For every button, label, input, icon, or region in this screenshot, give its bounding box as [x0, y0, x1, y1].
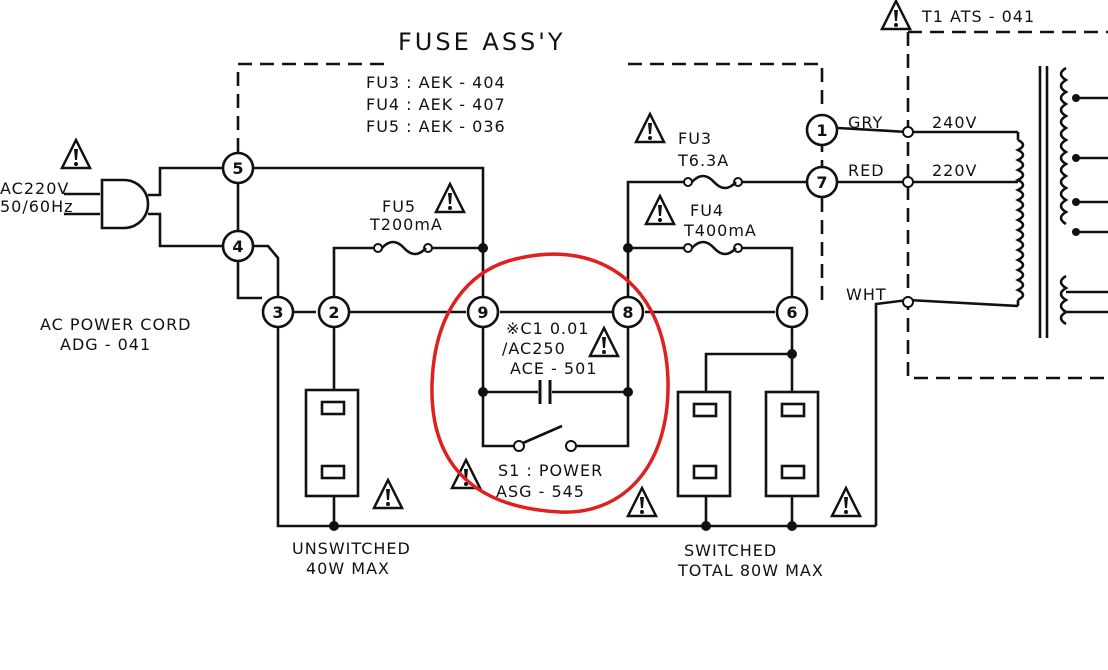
terminal-5: 5	[221, 151, 255, 185]
terminal-3: 3	[261, 295, 295, 329]
terminal-5-label: 5	[232, 159, 243, 178]
ac-plug-icon	[100, 178, 150, 230]
fuse-assy-title: FUSE ASS'Y	[398, 28, 566, 56]
switch-label-line2: ASG - 545	[496, 482, 585, 501]
terminal-2-label: 2	[328, 303, 339, 322]
fu3-warning-icon	[634, 112, 666, 144]
fuse-assy-box-top	[236, 62, 824, 152]
transformer-secondary-coil	[1059, 66, 1108, 326]
transformer-box	[906, 30, 1108, 380]
unswitched-warning-icon	[372, 478, 404, 510]
fuse-list-fu3: FU3 : AEK - 404	[366, 73, 506, 92]
transformer-primary-coil	[1015, 132, 1025, 306]
transformer-label: T1 ATS - 041	[921, 7, 1035, 26]
transformer-core	[1038, 66, 1049, 338]
input-voltage-label: AC220V	[0, 179, 69, 198]
plug-wiring	[148, 166, 224, 248]
cap-warning-icon	[588, 326, 620, 358]
switch-label-line1: S1 : POWER	[498, 461, 603, 480]
terminal-7: 7	[805, 165, 839, 199]
terminal-7-label: 7	[816, 173, 827, 192]
terminal-9-label: 9	[477, 303, 488, 322]
transformer-warning-icon	[880, 0, 912, 31]
terminal-1: 1	[805, 113, 839, 147]
transformer-terminals	[902, 126, 914, 308]
cap-label-line1: ※C1 0.01	[506, 319, 589, 338]
unswitched-label: UNSWITCHED	[292, 539, 411, 558]
outlet-switched-1	[676, 390, 732, 498]
terminal-3-label: 3	[272, 303, 283, 322]
terminal-6-label: 6	[786, 303, 797, 322]
terminal-2: 2	[317, 295, 351, 329]
fu3-name: FU3	[678, 129, 712, 148]
input-frequency-label: 50/60Hz	[0, 197, 74, 216]
terminal-1-label: 1	[816, 121, 827, 140]
fu5-name: FU5	[382, 197, 416, 216]
tap-label-240v: 240V	[932, 113, 977, 132]
switched-warning-icon-1	[626, 486, 658, 518]
fu4-rating: T400mA	[683, 221, 757, 240]
switch-warning-icon	[450, 458, 482, 490]
fu5-rating: T200mA	[369, 215, 443, 234]
power-switch-s1	[513, 424, 577, 452]
terminal-6: 6	[775, 295, 809, 329]
switched-warning-icon-2	[830, 486, 862, 518]
input-leads	[64, 192, 100, 216]
terminal-9: 9	[466, 295, 500, 329]
cord-label-line1: AC POWER CORD	[40, 315, 192, 334]
highlight-circle	[430, 252, 670, 514]
fuse-list-fu4: FU4 : AEK - 407	[366, 95, 506, 114]
wire-label-wht: WHT	[846, 285, 887, 304]
fu3-rating: T6.3A	[677, 151, 729, 170]
circuit-wiring	[236, 126, 1019, 528]
terminal-4-label: 4	[232, 237, 243, 256]
junction-dots	[329, 243, 797, 531]
cap-label-line2: /AC250	[502, 339, 566, 358]
unswitched-max-label: 40W MAX	[306, 559, 390, 578]
tap-label-220v: 220V	[932, 161, 977, 180]
terminal-4: 4	[221, 229, 255, 263]
fuse-fu5	[373, 240, 433, 256]
terminal-8-label: 8	[622, 303, 633, 322]
fuse-fu4	[683, 240, 743, 256]
cap-label-line3: ACE - 501	[510, 359, 597, 378]
fuse-list-fu5: FU5 : AEK - 036	[366, 117, 506, 136]
switched-max-label: TOTAL 80W MAX	[677, 561, 824, 580]
fu5-warning-icon	[434, 182, 466, 214]
outlet-unswitched	[304, 388, 360, 498]
outlet-switched-2	[764, 390, 820, 498]
cord-label-line2: ADG - 041	[60, 335, 151, 354]
input-warning-icon	[60, 138, 92, 170]
terminal-8: 8	[611, 295, 645, 329]
fu4-warning-icon	[644, 194, 676, 226]
wire-label-red: RED	[848, 161, 885, 180]
switched-label: SWITCHED	[684, 541, 777, 560]
fu4-name: FU4	[690, 201, 724, 220]
wire-label-gry: GRY	[848, 113, 883, 132]
capacitor-c1	[538, 380, 552, 404]
fuse-fu3	[683, 174, 743, 190]
